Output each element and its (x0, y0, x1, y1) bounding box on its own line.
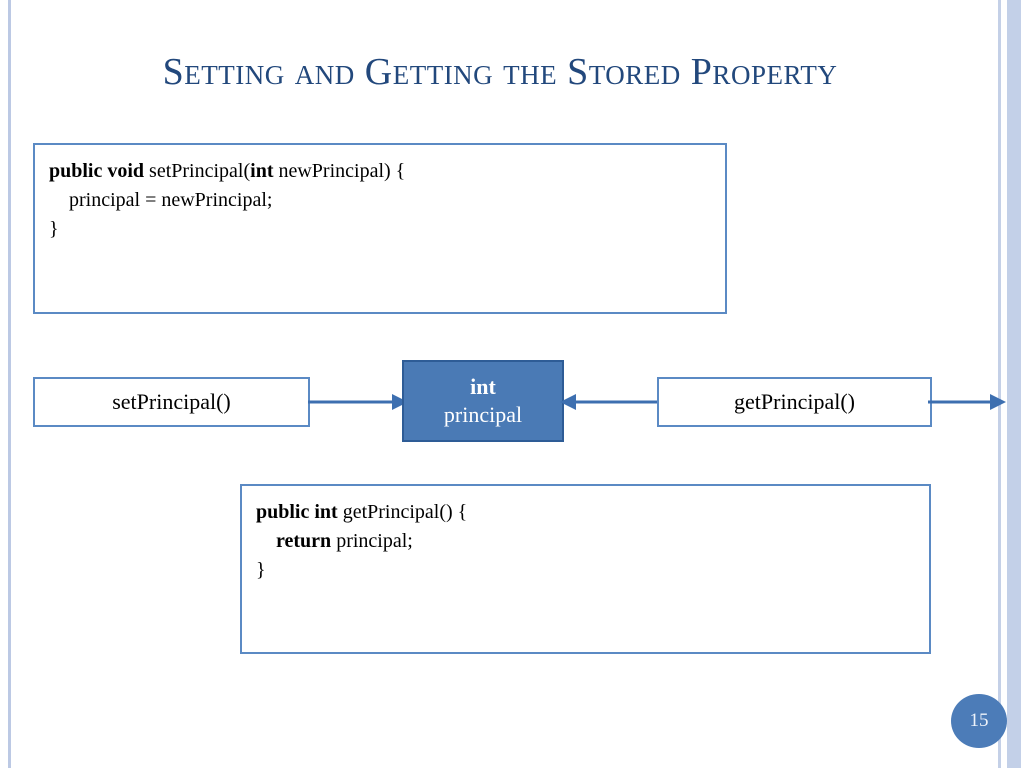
setter-keyword-int: int (250, 160, 274, 182)
field-type-label: int (470, 374, 496, 399)
setter-code-box: public void setPrincipal(int newPrincipa… (33, 143, 727, 314)
getter-flow-box-label: getPrincipal() (734, 389, 855, 414)
setter-param-tail: newPrincipal) { (273, 160, 406, 182)
arrow-getter-to-edge-icon (928, 394, 1006, 410)
arrow-setter-to-field-icon (308, 394, 408, 410)
field-box[interactable]: int principal (402, 360, 564, 442)
right-edge-decoration (978, 0, 1024, 768)
getter-code-line-3: } (256, 559, 266, 581)
page-number-badge: 15 (951, 694, 1007, 748)
getter-keyword-public-int: public int (256, 501, 343, 523)
field-name-label: principal (443, 402, 523, 427)
getter-return-value: principal; (331, 530, 413, 552)
stripe-1 (998, 0, 1001, 768)
getter-keyword-return: return (276, 530, 332, 552)
arrow-getter-to-field-icon (560, 394, 662, 410)
getter-code-box: public int getPrincipal() { return princ… (240, 484, 931, 654)
left-edge-rule (8, 0, 11, 768)
setter-code-line-3: } (49, 218, 59, 240)
getter-method-signature: getPrincipal() { (342, 501, 468, 523)
getter-line2-indent (256, 530, 276, 552)
stripe-2 (1007, 0, 1021, 768)
setter-flow-box-label: setPrincipal() (112, 389, 231, 414)
slide-title: Setting and Getting the Stored Property (162, 51, 838, 93)
getter-flow-box[interactable]: getPrincipal() (657, 377, 932, 427)
setter-method-signature: setPrincipal( (149, 160, 251, 182)
getter-code-line-1: public int getPrincipal() { (256, 498, 915, 527)
setter-flow-box[interactable]: setPrincipal() (33, 377, 310, 427)
setter-code-line-2: principal = newPrincipal; (49, 189, 273, 211)
setter-keyword-public-void: public void (49, 160, 150, 182)
getter-code-line-2: return principal; (256, 527, 915, 556)
setter-code-line-1: public void setPrincipal(int newPrincipa… (49, 157, 711, 186)
